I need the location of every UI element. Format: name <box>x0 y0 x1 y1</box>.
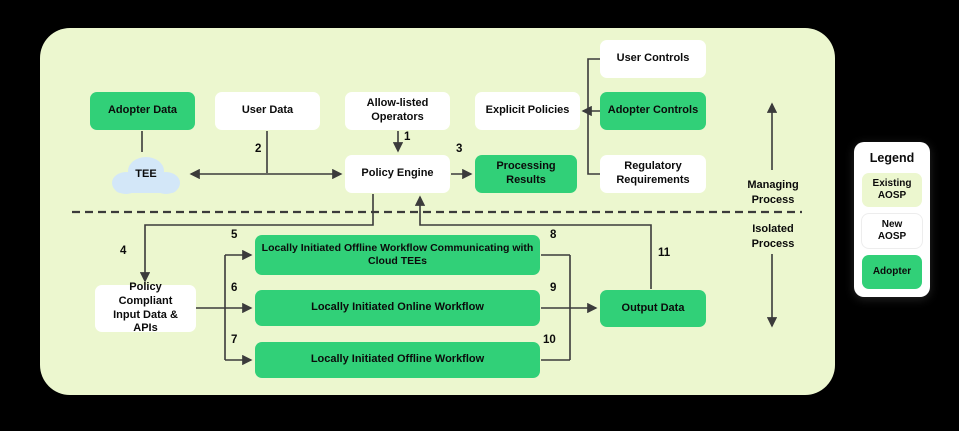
arrow-number-1: 1 <box>404 131 411 143</box>
node-workflow-cloud-tees: Locally Initiated Offline Workflow Commu… <box>255 235 540 275</box>
legend-title: Legend <box>869 151 915 165</box>
label-managing-process: Managing Process <box>747 179 799 206</box>
arrow-number-3: 3 <box>456 143 463 155</box>
main-panel <box>40 28 835 395</box>
arrow-number-10: 10 <box>543 334 556 346</box>
node-explicit-policies: Explicit Policies <box>475 92 580 130</box>
node-user-controls: User Controls <box>600 40 706 78</box>
node-policy-engine: Policy Engine <box>345 155 450 193</box>
arrow-number-5: 5 <box>231 229 238 241</box>
cloud-icon <box>112 157 180 194</box>
node-output-data: Output Data <box>600 290 706 327</box>
arrow-number-7: 7 <box>231 334 238 346</box>
legend-panel: Legend Existing AOSP New AOSP Adopter <box>854 142 930 297</box>
legend-item-new-aosp: New AOSP <box>862 214 922 248</box>
node-processing-results: Processing Results <box>475 155 577 193</box>
node-regulatory-requirements: Regulatory Requirements <box>600 155 706 193</box>
tee-cloud: TEE <box>104 150 188 198</box>
node-adopter-controls: Adopter Controls <box>600 92 706 130</box>
legend-item-existing-aosp: Existing AOSP <box>862 173 922 207</box>
arrow-number-6: 6 <box>231 282 238 294</box>
legend-item-adopter: Adopter <box>862 255 922 289</box>
node-workflow-offline: Locally Initiated Offline Workflow <box>255 342 540 378</box>
label-isolated-process: Isolated Process <box>751 223 795 250</box>
node-adopter-data: Adopter Data <box>90 92 195 130</box>
arrow-number-4: 4 <box>120 245 127 257</box>
node-workflow-online: Locally Initiated Online Workflow <box>255 290 540 326</box>
arrow-number-9: 9 <box>550 282 557 294</box>
tee-label: TEE <box>135 168 157 180</box>
node-user-data: User Data <box>215 92 320 130</box>
arrow-number-11: 11 <box>658 247 671 259</box>
arrow-number-8: 8 <box>550 229 557 241</box>
node-allow-listed-operators: Allow-listed Operators <box>345 92 450 130</box>
arrow-number-2: 2 <box>255 143 262 155</box>
node-policy-compliant-input: Policy Compliant Input Data & APIs <box>95 281 196 334</box>
